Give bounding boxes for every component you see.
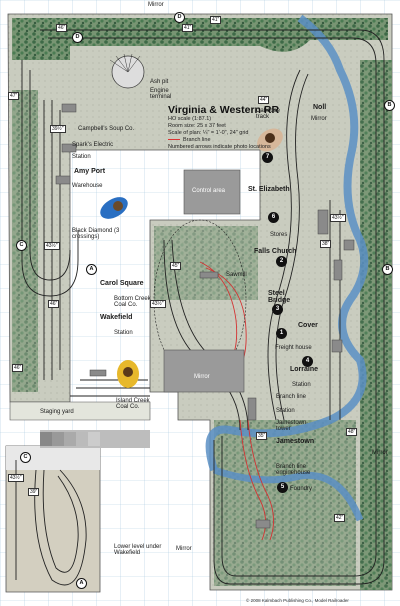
label-campbells: Campbell's Soup Co. [78, 126, 135, 132]
label-amy-port: Amy Port [74, 168, 106, 175]
label-station-wakefield: Station [114, 330, 133, 336]
label-bottom-creek: Bottom Creek Coal Co. [114, 296, 151, 308]
photo-location-6: 6 [268, 212, 279, 223]
spec-room: Room size: 25 x 37 feet [168, 123, 226, 129]
label-station-top: Station [72, 154, 91, 160]
label-falls-church: Falls Church [254, 248, 297, 255]
label-foundry: Foundry [290, 486, 313, 492]
grade-marker: 46" [12, 364, 24, 372]
label-steel-bridge: Steel Bridge [268, 290, 291, 304]
label-mirror-bottom: Mirror [176, 546, 192, 552]
track-connection-letter: D [174, 12, 185, 23]
grade-marker: 39½" [50, 125, 66, 133]
mirror-box [163, 349, 245, 393]
grade-marker: 46" [48, 300, 60, 308]
track-connection-letter: C [16, 240, 27, 251]
copyright: © 2008 Kalmbach Publishing Co., Model Ra… [246, 598, 349, 603]
label-control-area: Control area [192, 188, 226, 194]
label-warehouse: Warehouse [72, 183, 103, 189]
track-connection-letter: B [384, 100, 395, 111]
photo-location-3: 3 [272, 304, 283, 315]
grade-marker: 38" [320, 240, 332, 248]
label-island-creek: Island Creek Coal Co. [116, 398, 150, 410]
spec-scale: HO scale (1:87.1) [168, 116, 212, 122]
track-connection-letter: B [382, 264, 393, 275]
label-black-diamond: Black Diamond (3 crossings) [72, 228, 120, 240]
photo-location-1: 1 [276, 328, 287, 339]
label-sawmill: Sawmill [226, 272, 247, 278]
track-connection-letter: D [72, 32, 83, 43]
trees-bottom [214, 420, 356, 586]
grade-marker: 43½" [8, 474, 24, 482]
label-station-jamestown: Station [276, 408, 295, 414]
label-station-lorraine: Station [292, 382, 311, 388]
river-lower [212, 466, 364, 522]
photo-location-7: 7 [262, 152, 273, 163]
label-freight-house: Freight house [275, 345, 312, 351]
grade-marker: 41" [182, 24, 194, 32]
grade-marker: 43½" [44, 242, 60, 250]
label-ash-pit: Ash pit [150, 79, 169, 85]
grade-marker: 46" [56, 24, 68, 32]
label-branch-enginehouse: Branch line enginehouse [276, 464, 311, 476]
spec-plan: Scale of plan: ¼" = 1'-0", 24" grid [168, 130, 249, 136]
track-connection-letter: C [20, 452, 31, 463]
label-mirror-center: Mirror [194, 374, 210, 380]
label-stores: Stores [270, 232, 288, 238]
control-area [183, 169, 241, 215]
label-branch-line: Branch line [276, 394, 307, 400]
label-wakefield: Wakefield [100, 314, 133, 321]
label-engine-terminal: Engine terminal [150, 88, 172, 100]
label-staging-yard: Staging yard [40, 409, 74, 415]
grade-marker: 45" [170, 262, 182, 270]
spec-photo: Numbered arrows indicate photo locations [168, 144, 271, 150]
step-ruler [40, 432, 100, 446]
label-mirror-right: Mirror [372, 450, 388, 456]
photo-location-2: 2 [276, 256, 287, 267]
branch-line-swatch [168, 139, 180, 141]
label-lower-level: Lower level under Wakefield [114, 544, 162, 556]
photo-location-5: 5 [277, 482, 288, 493]
grade-marker: 42" [334, 514, 346, 522]
lower-level-fade [6, 446, 100, 470]
trees-top [12, 18, 388, 60]
label-carol-square: Carol Square [100, 280, 144, 287]
track-connection-letter: A [86, 264, 97, 275]
photo-location-4: 4 [302, 356, 313, 367]
spec-branch: Branch line [168, 137, 290, 144]
turntable-stalls [109, 53, 141, 73]
grade-marker: 35" [256, 432, 268, 440]
operator-figures [100, 128, 283, 388]
trees-center [154, 226, 258, 300]
grade-marker: 44" [258, 96, 270, 104]
label-cover: Cover [298, 322, 318, 329]
label-lorraine: Lorraine [290, 366, 319, 373]
legend: Virginia & Western RR HO scale (1:87.1) … [168, 104, 290, 151]
label-jamestown: Jamestown [276, 438, 315, 445]
grade-marker: 47" [8, 92, 20, 100]
grade-marker: 43½" [150, 300, 166, 308]
label-caboose-track: Caboose track [256, 108, 281, 120]
buildings [55, 103, 355, 529]
grade-marker: 39" [28, 488, 40, 496]
staging-area [9, 401, 151, 421]
label-noll: Noll [313, 104, 327, 111]
grade-marker: 41" [210, 16, 222, 24]
track-connection-letter: A [76, 578, 87, 589]
label-mirror-top: Mirror [148, 2, 164, 8]
label-jamestown-tower: Jamestown tower [276, 420, 307, 432]
layout-title: Virginia & Western RR [168, 104, 280, 116]
label-sparks: Spark's Electric [72, 142, 114, 148]
grade-marker: 43½" [330, 214, 346, 222]
label-st-elizabeth: St. Elizabeth [248, 186, 290, 193]
label-mirror-noll: Mirror [311, 116, 327, 122]
grade-marker: 48" [346, 428, 358, 436]
